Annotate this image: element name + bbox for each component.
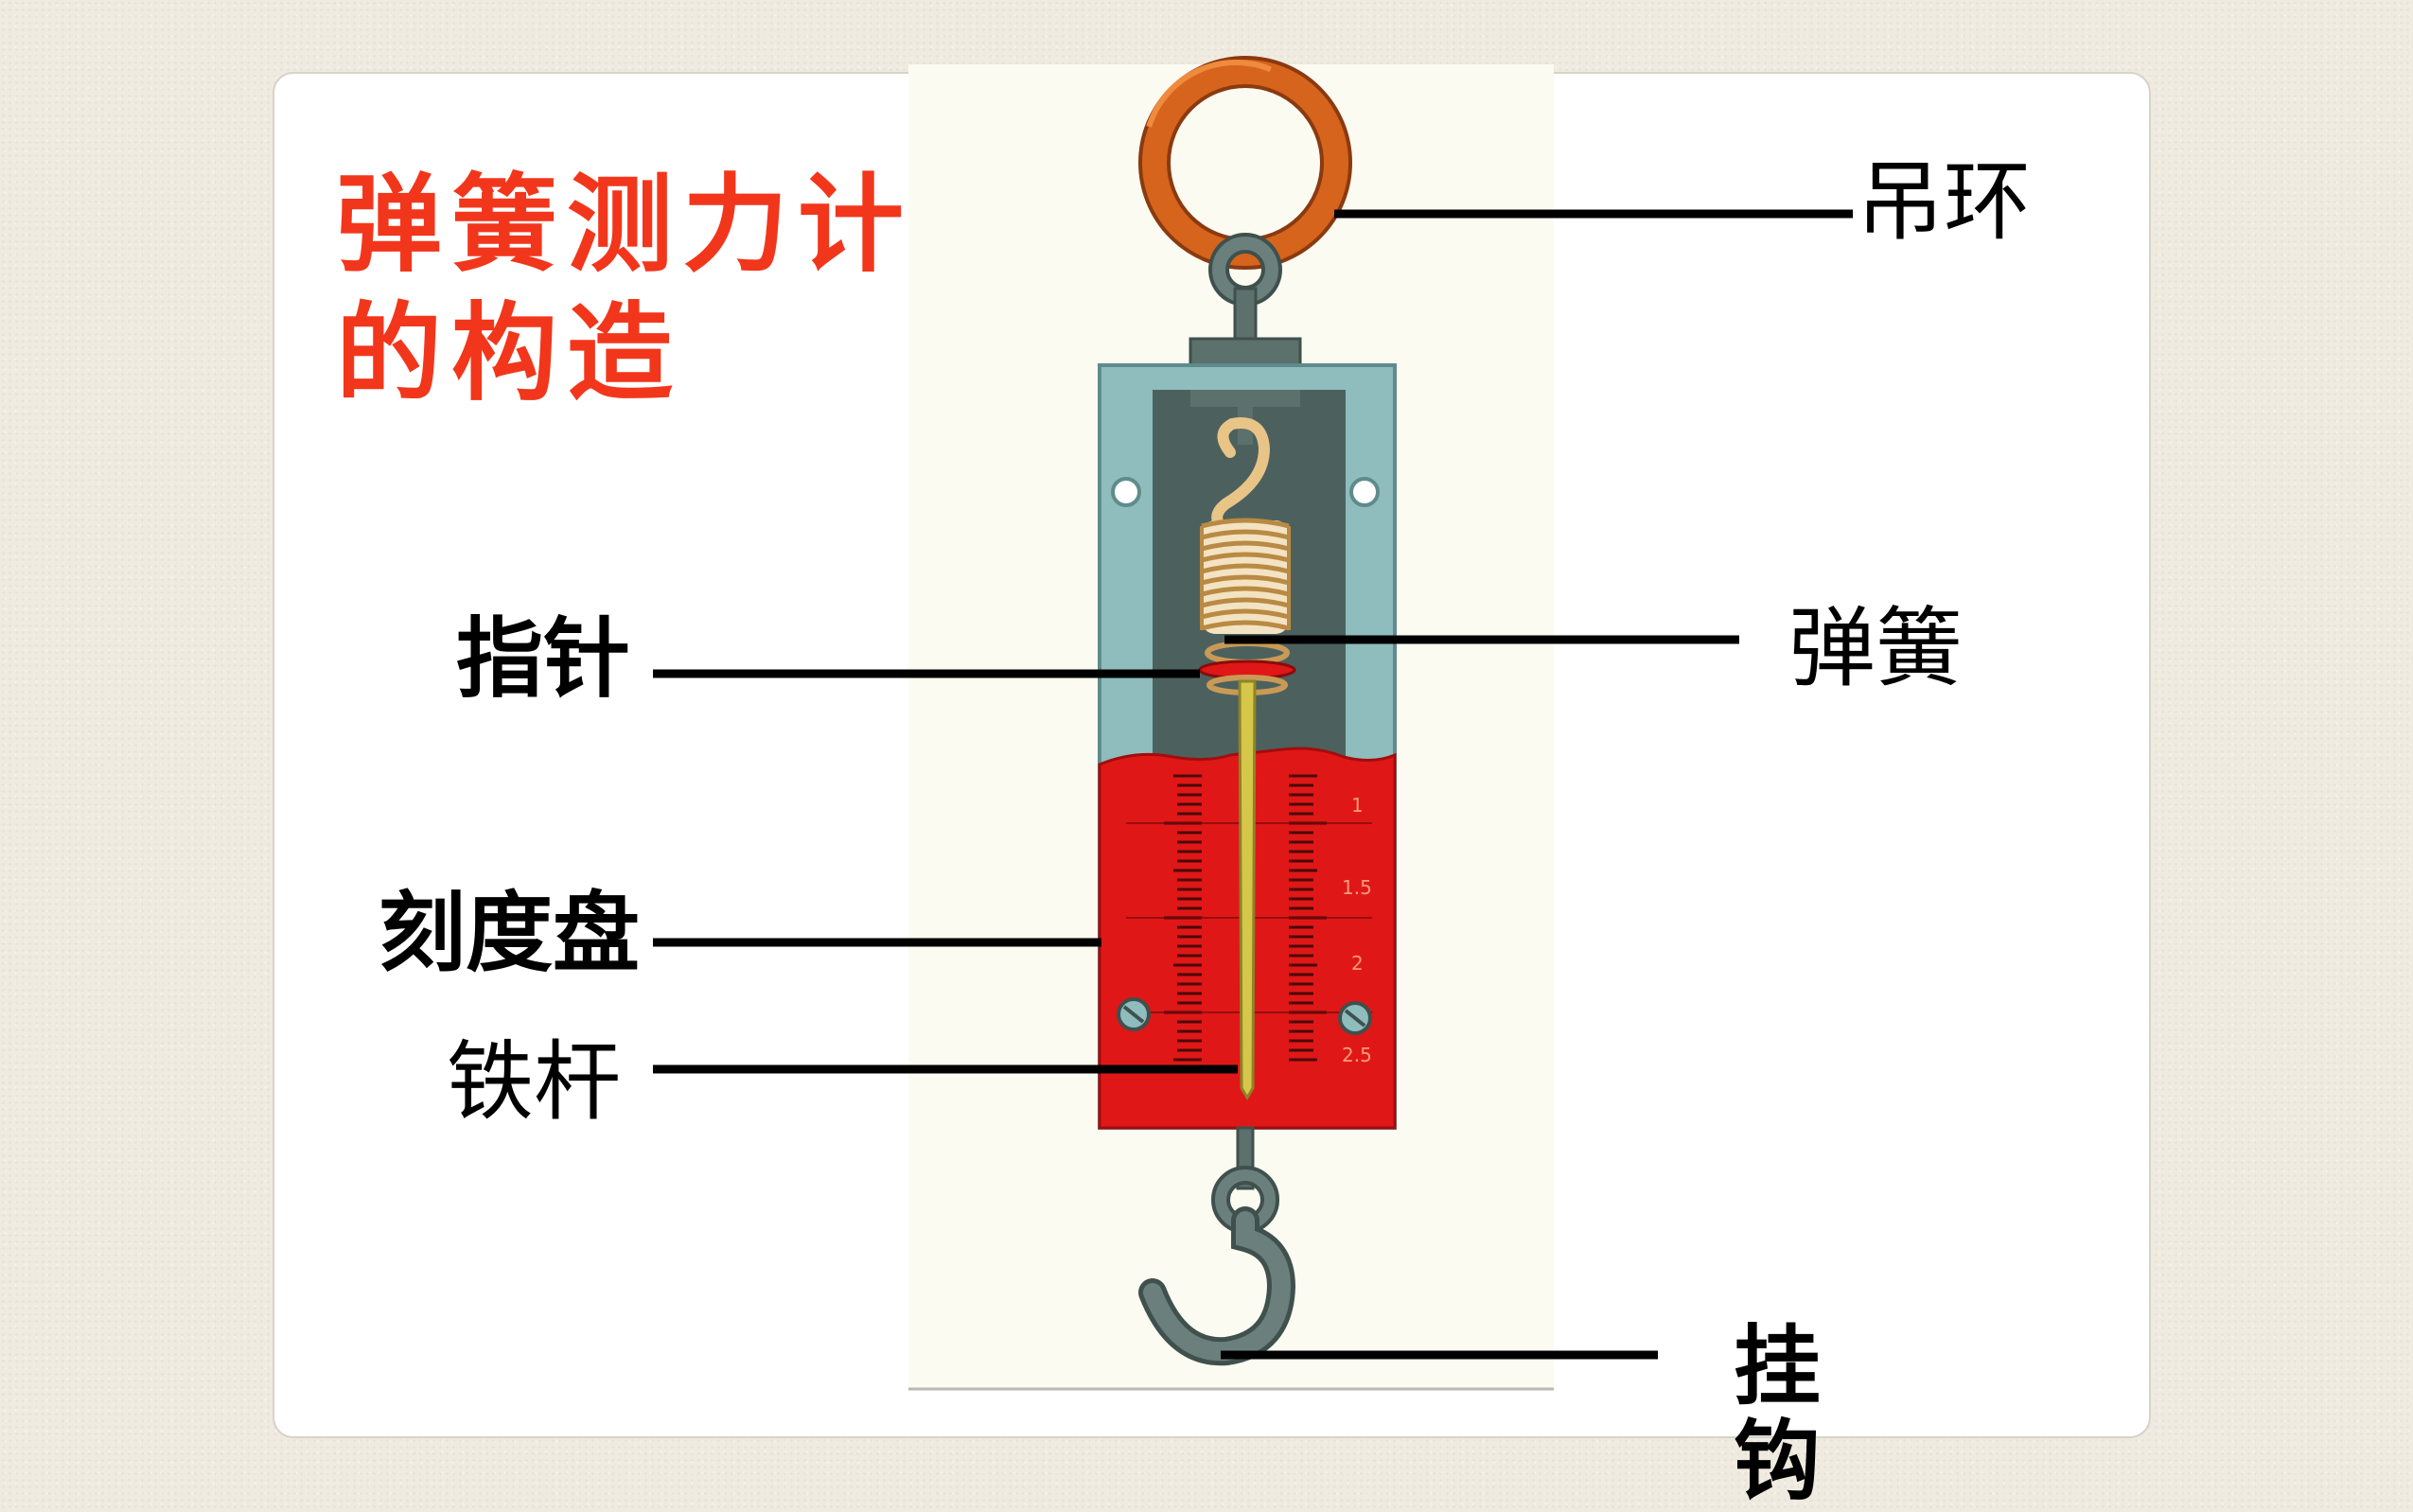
frame-hole-right — [1349, 477, 1380, 507]
scale-number: 1.5 — [1342, 876, 1372, 899]
spring-coil — [1200, 518, 1291, 634]
slide-title: 弹簧测力计的构造 — [336, 163, 913, 415]
iron-rod — [1238, 679, 1257, 1100]
screw-right — [1338, 1001, 1372, 1035]
scale-number: 2.5 — [1342, 1044, 1372, 1066]
scale-number: 1 — [1351, 794, 1364, 817]
bottom-hook — [1138, 1126, 1296, 1366]
scale-number: 2 — [1351, 952, 1364, 975]
label-spring: 弹簧 — [1788, 598, 1964, 699]
label-scale-dial: 刻度盘 — [379, 882, 641, 984]
spring-top-hook — [1211, 407, 1271, 532]
top-cap — [1189, 337, 1302, 369]
label-pointer: 指针 — [456, 607, 631, 710]
label-iron-rod: 铁杆 — [447, 1031, 622, 1133]
frame-hole-left — [1111, 477, 1141, 507]
label-hanging-ring: 吊环 — [1857, 151, 2032, 253]
label-hook: 挂钩 — [1734, 1315, 1822, 1512]
screw-left — [1117, 997, 1151, 1031]
